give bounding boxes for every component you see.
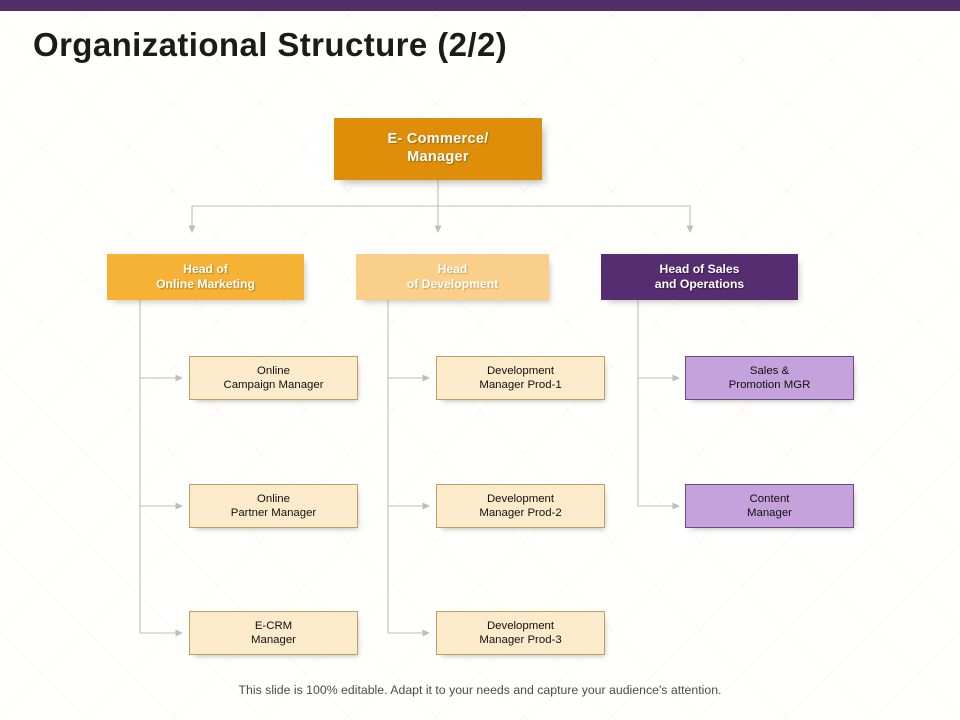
node-label-line2: Online Marketing bbox=[156, 277, 255, 291]
node-development-manager-prod-3[interactable]: Development Manager Prod-3 bbox=[436, 611, 605, 655]
node-online-campaign-manager[interactable]: Online Campaign Manager bbox=[189, 356, 358, 400]
node-label-line2: of Development bbox=[406, 277, 499, 291]
node-label-line2: Promotion MGR bbox=[728, 379, 811, 391]
node-label-line1: Online bbox=[257, 492, 290, 505]
node-label-line2: Manager bbox=[251, 634, 296, 646]
node-label-line1: E-CRM bbox=[254, 619, 293, 632]
node-label-line2: Manager Prod-2 bbox=[479, 507, 562, 519]
node-label-line1: Head of Sales bbox=[659, 261, 740, 276]
node-label-line2: Manager bbox=[747, 507, 792, 519]
node-development-manager-prod-2[interactable]: Development Manager Prod-2 bbox=[436, 484, 605, 528]
node-head-of-development[interactable]: Head of Development bbox=[356, 254, 549, 300]
slide-footer-note: This slide is 100% editable. Adapt it to… bbox=[238, 683, 722, 697]
node-root-ecommerce-manager[interactable]: E- Commerce/ Manager bbox=[334, 118, 542, 180]
node-development-manager-prod-1[interactable]: Development Manager Prod-1 bbox=[436, 356, 605, 400]
node-label-line2: Partner Manager bbox=[230, 507, 317, 519]
node-label-line1: Head bbox=[437, 261, 468, 276]
node-head-online-marketing[interactable]: Head of Online Marketing bbox=[107, 254, 304, 300]
node-label-line2: Manager Prod-1 bbox=[479, 379, 562, 391]
page-title: Organizational Structure (2/2) bbox=[33, 26, 508, 63]
node-label-line1: Development bbox=[486, 492, 555, 505]
node-label-line1: Online bbox=[257, 364, 290, 377]
node-label-line1: Development bbox=[486, 364, 555, 377]
node-label-line1: E- Commerce/ bbox=[387, 131, 489, 148]
node-sales-and-promotion-mgr[interactable]: Sales & Promotion MGR bbox=[685, 356, 854, 400]
node-label-line1: Development bbox=[486, 619, 555, 632]
node-label-line2: Campaign Manager bbox=[223, 379, 324, 391]
node-label-line1: Head of bbox=[183, 261, 228, 276]
node-content-manager[interactable]: Content Manager bbox=[685, 484, 854, 528]
node-head-of-sales-and-operations[interactable]: Head of Sales and Operations bbox=[601, 254, 798, 300]
node-ecrm-manager[interactable]: E-CRM Manager bbox=[189, 611, 358, 655]
node-label-line2: Manager bbox=[407, 149, 469, 165]
node-label-line1: Content bbox=[749, 492, 790, 505]
top-accent-bar bbox=[0, 0, 960, 11]
node-online-partner-manager[interactable]: Online Partner Manager bbox=[189, 484, 358, 528]
node-label-line1: Sales & bbox=[749, 364, 790, 377]
node-label-line2: and Operations bbox=[654, 277, 745, 291]
node-label-line2: Manager Prod-3 bbox=[479, 634, 562, 646]
